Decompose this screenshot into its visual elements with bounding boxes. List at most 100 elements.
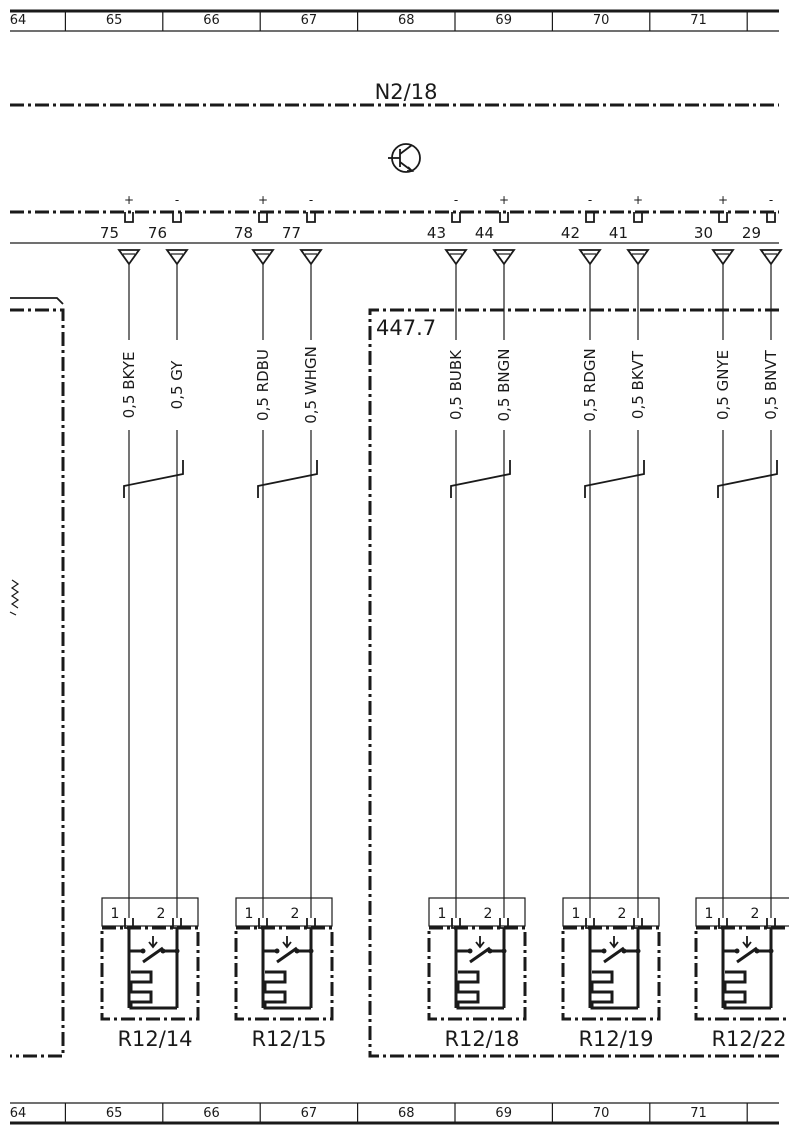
grid-number: 69 (495, 13, 512, 28)
wire-label: 0,5 BNVT (762, 349, 780, 419)
terminal-icon (759, 249, 783, 266)
twisted-pair-icon (257, 460, 318, 498)
region-label: 447.7 (376, 316, 436, 340)
contact-dot (294, 948, 300, 954)
twisted-pair-icon (584, 460, 645, 498)
wire-label: 0,5 BKYE (120, 352, 138, 419)
pin-number: 42 (561, 224, 580, 242)
grid-number: 71 (690, 1106, 707, 1121)
grid-number: 68 (398, 13, 415, 28)
terminal-icon (578, 249, 602, 266)
socket-icon (258, 212, 268, 223)
terminal-icon (492, 249, 516, 266)
contact-dot (160, 948, 166, 954)
actuator-arrow-icon (609, 936, 619, 949)
grid-number: 65 (106, 1106, 123, 1121)
pin-number: 30 (694, 224, 713, 242)
actuator-arrow-icon (282, 936, 292, 949)
component-label: R12/19 (578, 1027, 653, 1051)
component-housing (100, 926, 200, 1021)
switch-pin-left: 1 (438, 906, 447, 922)
switch-blade-icon (276, 946, 298, 964)
wire-label: 0,5 BUBK (447, 349, 465, 420)
terminal-icon (626, 249, 650, 266)
module-n2-18: N2/18 (10, 80, 779, 214)
contact-dot (768, 948, 774, 954)
terminal-icon (711, 249, 735, 266)
polarity-mark: - (769, 193, 773, 207)
contact-dot (467, 948, 473, 954)
region-447-7: 447.7 (368, 308, 779, 1058)
socket-icon (633, 212, 643, 223)
terminal-icon (117, 249, 141, 266)
switch-blade-icon (736, 946, 758, 964)
wire-label: 0,5 WHGN (302, 346, 320, 424)
heater-element-icon (456, 970, 504, 1010)
grid-number: 70 (593, 1106, 610, 1121)
twisted-pair-icon (717, 460, 778, 498)
grid-number: 68 (398, 1106, 415, 1121)
switch-pin-right: 2 (484, 906, 493, 922)
connector-housing (562, 897, 660, 927)
switch-pin-left: 1 (245, 906, 254, 922)
connector-housing (428, 897, 526, 927)
socket-icon (585, 212, 595, 223)
switch-pin-right: 2 (291, 906, 300, 922)
polarity-mark: + (258, 193, 268, 207)
actuator-arrow-icon (475, 936, 485, 949)
component-label: R12/22 (711, 1027, 786, 1051)
contact-dot (734, 948, 740, 954)
switch-blade-icon (603, 946, 625, 964)
switch-pin-right: 2 (157, 906, 166, 922)
left-region-boundary (9, 297, 65, 1058)
terminal-icon (299, 249, 323, 266)
heater-element-icon (129, 970, 177, 1010)
pin-number: 78 (234, 224, 253, 242)
polarity-mark: - (454, 193, 458, 207)
contact-dot (501, 948, 507, 954)
transistor-icon (388, 143, 421, 173)
pin-number: 77 (282, 224, 301, 242)
polarity-mark: - (588, 193, 592, 207)
contact-dot (274, 948, 280, 954)
pin-number: 29 (742, 224, 761, 242)
socket-icon (499, 212, 509, 223)
grid-number: 71 (690, 13, 707, 28)
component-label: R12/14 (117, 1027, 192, 1051)
connector-housing (101, 897, 199, 927)
contact-dot (754, 948, 760, 954)
grid-number: 66 (203, 1106, 220, 1121)
polarity-mark: + (718, 193, 728, 207)
polarity-mark: - (175, 193, 179, 207)
pin-number: 44 (475, 224, 494, 242)
switch-pin-left: 1 (705, 906, 714, 922)
socket-icon (451, 212, 461, 223)
component-housing (694, 926, 789, 1021)
wire-label: 0,5 GNYE (714, 350, 732, 420)
grid-number: 70 (593, 13, 610, 28)
component-label: R12/15 (251, 1027, 326, 1051)
grid-number: 67 (301, 1106, 318, 1121)
contact-dot (174, 948, 180, 954)
heater-element-icon (263, 970, 311, 1010)
heater-element-icon (723, 970, 771, 1010)
grid-number: 67 (301, 13, 318, 28)
twisted-pair-icon (450, 460, 511, 498)
wire-label: 0,5 RDGN (581, 348, 599, 421)
actuator-arrow-icon (148, 936, 158, 949)
contact-dot (487, 948, 493, 954)
terminal-icon (165, 249, 189, 266)
contact-dot (601, 948, 607, 954)
grid-number: 66 (203, 13, 220, 28)
socket-icon (766, 212, 776, 223)
terminal-icon (251, 249, 275, 266)
component-housing (561, 926, 661, 1021)
pin-number: 75 (100, 224, 119, 242)
terminal-icon (444, 249, 468, 266)
